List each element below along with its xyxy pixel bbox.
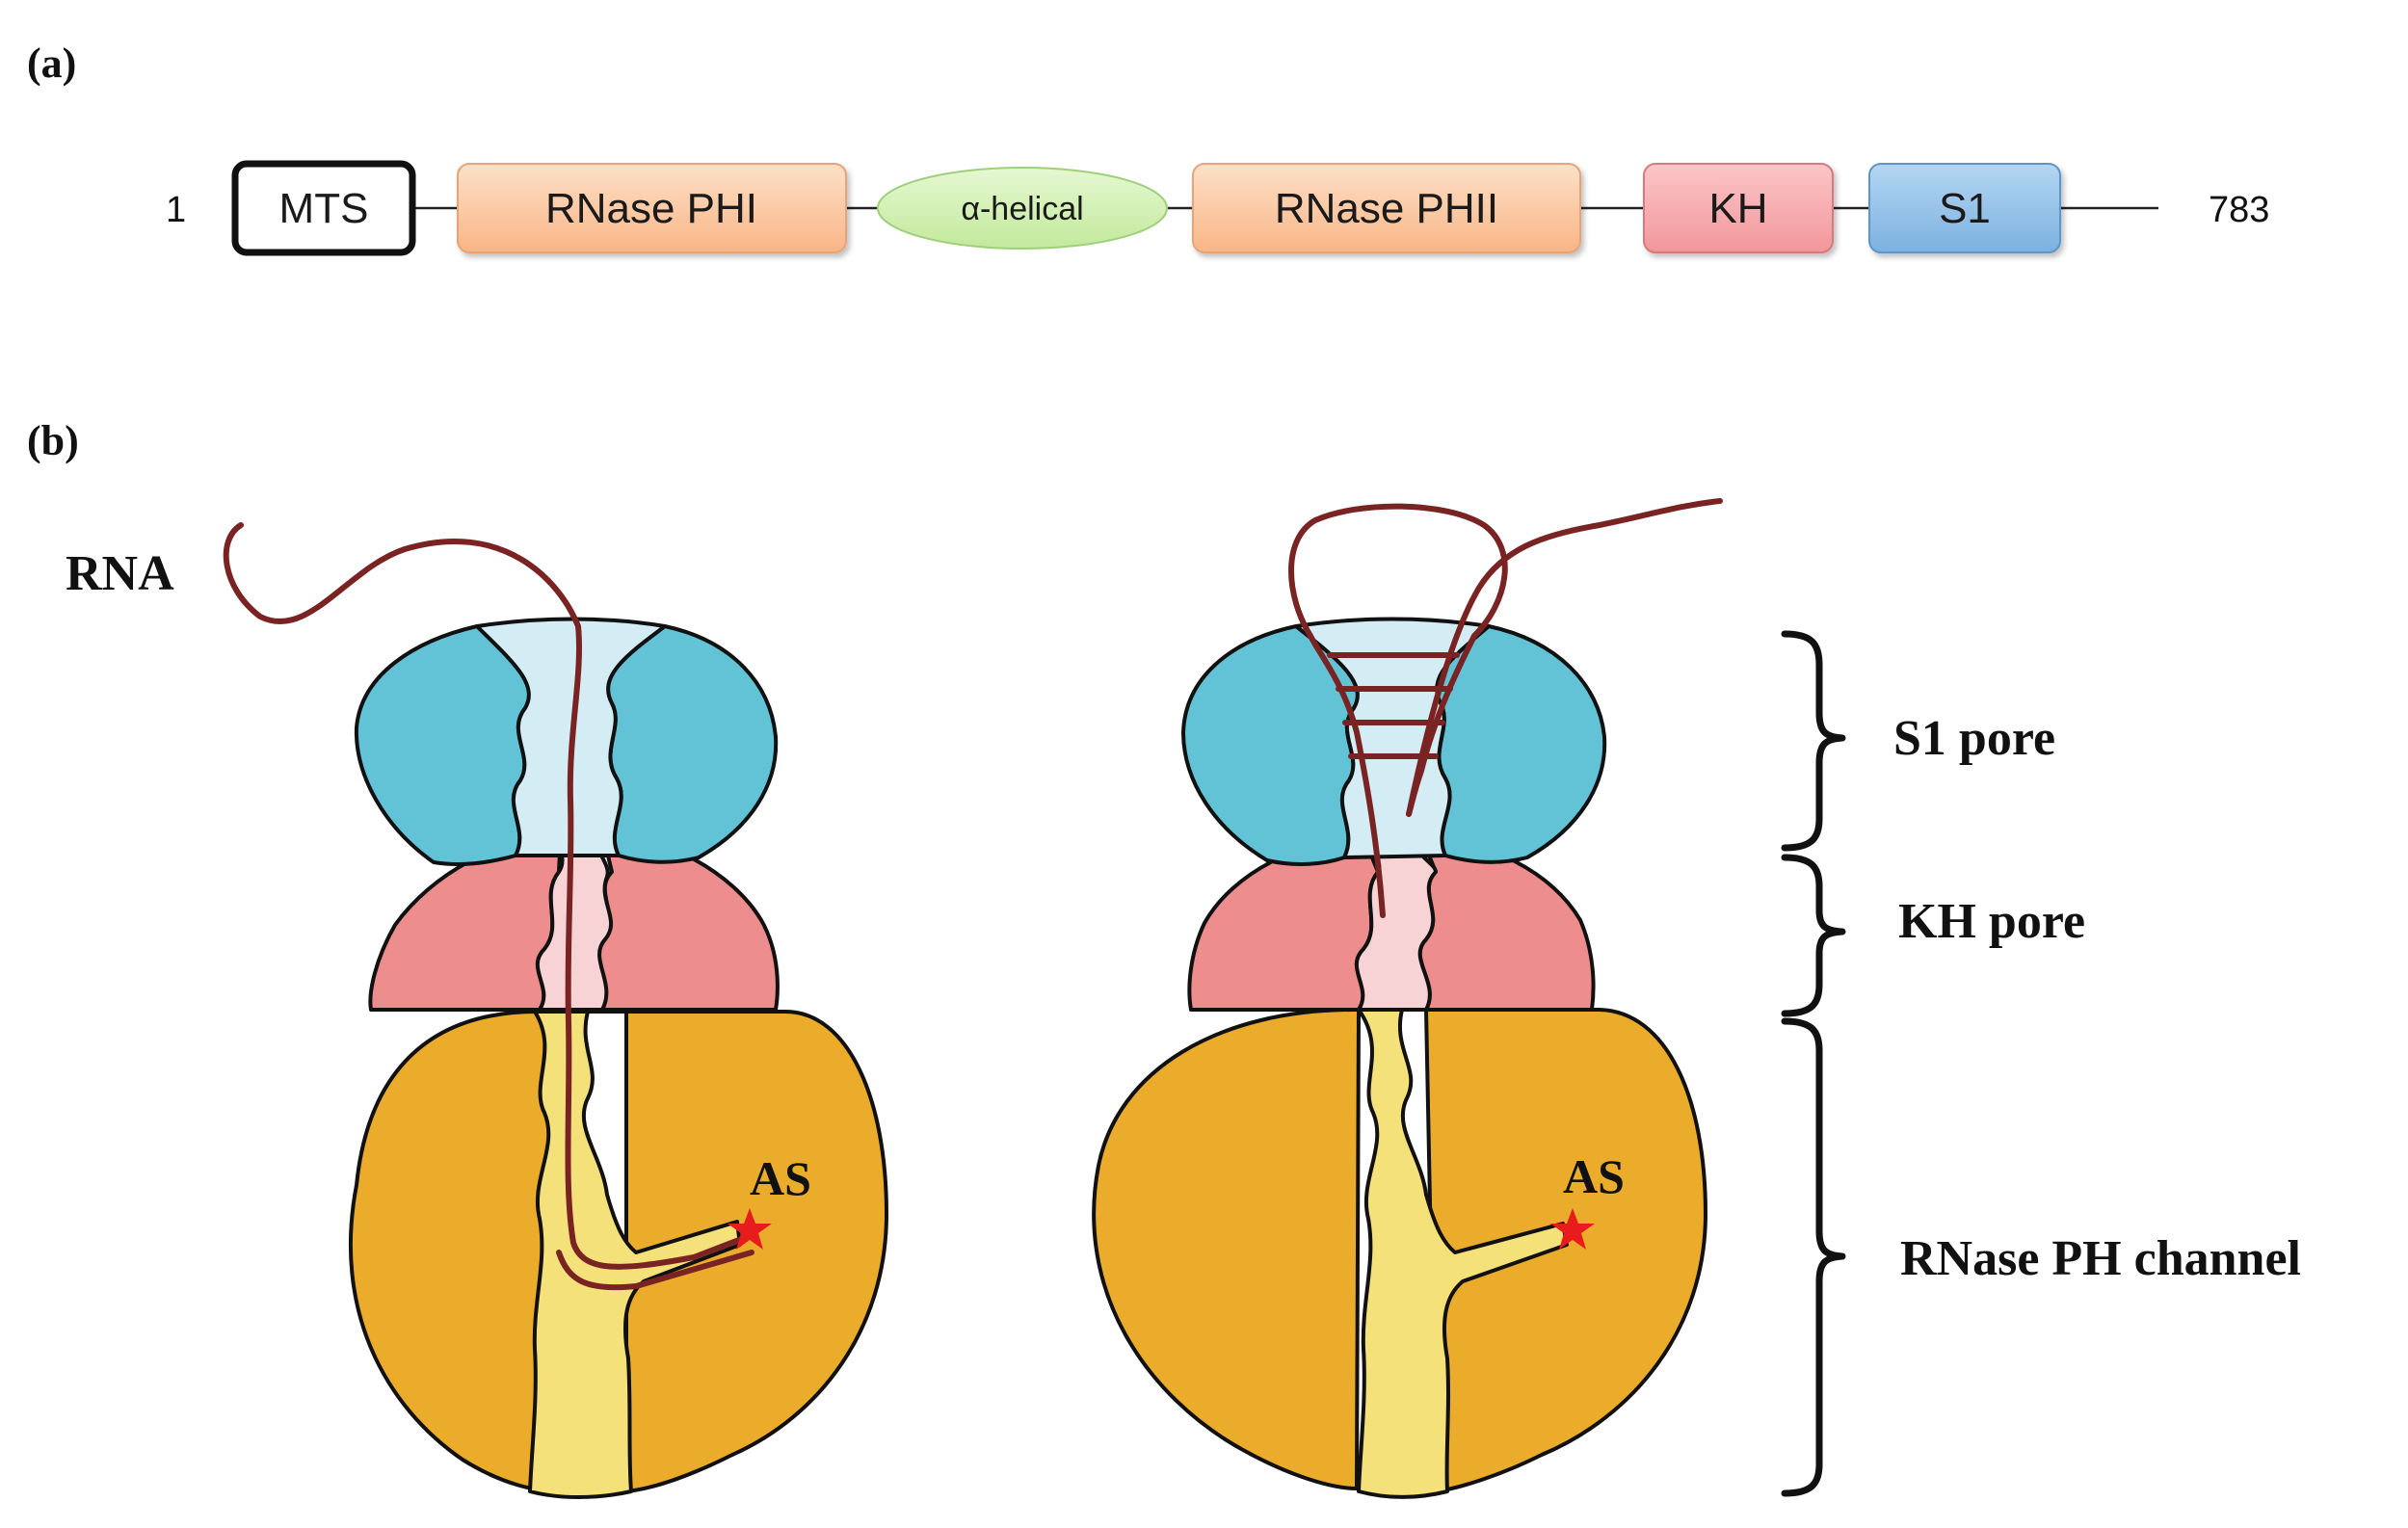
panel-b-label: (b) (27, 417, 79, 464)
domain-architecture: 1 783 MTS RNase PHI α-helical RNase PHII… (166, 160, 2269, 256)
rnase-ph-ring-right (1092, 1008, 1707, 1499)
kh-ring-right (1187, 834, 1596, 1012)
domain-rnase-ph1 (457, 163, 847, 253)
bracket-s1 (1781, 630, 1846, 852)
region-label-kh-pore: KH pore (1898, 894, 2085, 949)
rna-strand-left (223, 522, 754, 1291)
rna-label: RNA (66, 546, 174, 601)
panel-a-label: (a) (27, 40, 76, 87)
active-site-star-left (728, 1208, 772, 1250)
kh-pore-left (535, 830, 614, 1012)
domain-kh-label: KH (1708, 185, 1767, 232)
region-label-rnase-ph-channel: RNase PH channel (1900, 1231, 2301, 1286)
kh-ring-left (368, 830, 780, 1012)
domain-kh (1643, 163, 1834, 253)
domain-mts: MTS (231, 160, 416, 256)
domain-alpha-helical-label: α-helical (961, 191, 1083, 227)
domain-mts-label: MTS (279, 185, 369, 232)
bracket-kh (1781, 854, 1846, 1017)
active-site-label-left: AS (750, 1151, 811, 1205)
kh-pore-right (1354, 834, 1438, 1012)
region-brackets (1781, 630, 1846, 1497)
domain-rnase-ph1-label: RNase PHI (545, 185, 757, 232)
region-label-s1-pore: S1 pore (1893, 711, 2055, 766)
rna-hairpin-right (1288, 498, 1723, 918)
pnpase-complex-left (348, 617, 888, 1499)
active-site-label-right: AS (1563, 1149, 1625, 1203)
rnase-ph-channel-left (528, 1010, 742, 1499)
sequence-start-label: 1 (166, 190, 186, 230)
rnase-ph-ring-left (348, 1010, 888, 1499)
bracket-rnase-ph (1781, 1017, 1846, 1497)
domain-alpha-helical (877, 167, 1168, 250)
rnase-ph-channel-right (1357, 1008, 1569, 1499)
domain-rnase-ph2 (1192, 163, 1581, 253)
pnpase-complex-right (1092, 617, 1707, 1499)
domain-s1 (1868, 163, 2061, 253)
active-site-star-right (1550, 1208, 1595, 1250)
s1-ring-left (354, 617, 779, 867)
sequence-end-label: 783 (2209, 190, 2269, 230)
s1-ring-right (1181, 617, 1607, 866)
domain-s1-label: S1 (1939, 185, 1991, 232)
domain-rnase-ph2-label: RNase PHII (1275, 185, 1498, 232)
